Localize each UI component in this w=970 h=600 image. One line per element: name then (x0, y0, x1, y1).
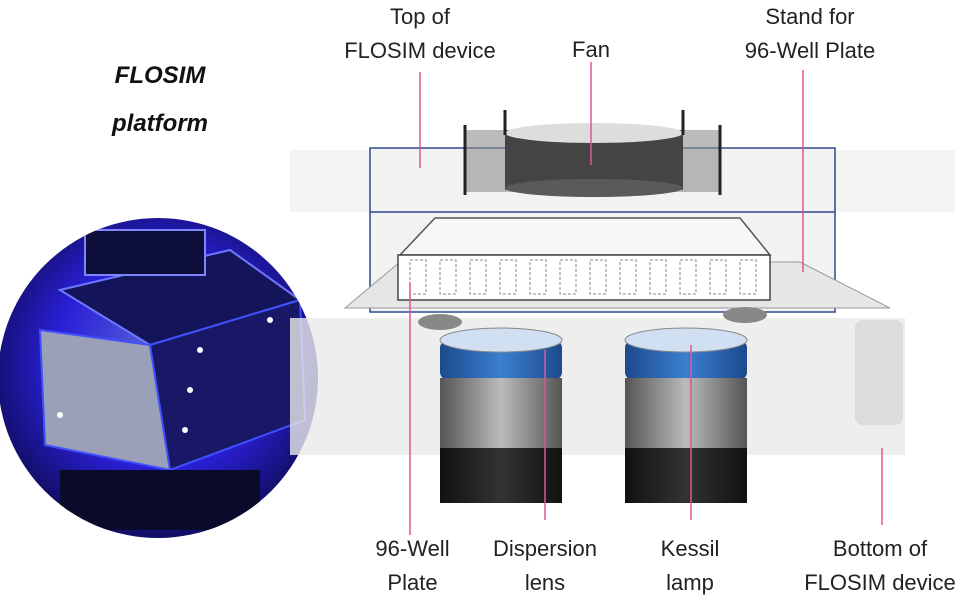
label-well-plate-line1: 96-Well (375, 536, 450, 561)
label-stand: Stand for 96-Well Plate (715, 0, 905, 68)
platform-title: FLOSIM platform (80, 52, 240, 148)
label-kessil-lamp: Kessil lamp (630, 532, 750, 600)
stand-and-plate (343, 217, 891, 330)
label-kessil-lamp-line2: lamp (666, 570, 714, 595)
label-kessil-lamp-line1: Kessil (660, 536, 720, 561)
label-well-plate-line2: Plate (387, 570, 438, 595)
lamp-right (624, 327, 748, 503)
platform-title-line2: platform (112, 110, 208, 137)
platform-title-line1: FLOSIM (114, 62, 206, 89)
label-top-of-device-line2: FLOSIM device (344, 38, 496, 63)
label-top-of-device-line1: Top of (390, 4, 450, 29)
label-dispersion-lens-line1: Dispersion (493, 536, 597, 561)
label-bottom-of-device-line2: FLOSIM device (804, 570, 956, 595)
fan (463, 110, 722, 197)
label-well-plate: 96-Well Plate (350, 532, 475, 600)
label-fan: Fan (541, 33, 641, 67)
label-dispersion-lens-line2: lens (524, 570, 566, 595)
label-dispersion-lens: Dispersion lens (475, 532, 615, 600)
label-stand-line2: 96-Well Plate (744, 38, 876, 63)
label-bottom-of-device: Bottom of FLOSIM device (790, 532, 970, 600)
label-top-of-device: Top of FLOSIM device (320, 0, 520, 68)
device-photo (0, 218, 318, 538)
label-fan-text: Fan (572, 37, 610, 62)
lamp-left (439, 327, 563, 503)
leader-lines (409, 62, 883, 535)
label-bottom-of-device-line1: Bottom of (832, 536, 928, 561)
label-stand-line1: Stand for (765, 4, 855, 29)
